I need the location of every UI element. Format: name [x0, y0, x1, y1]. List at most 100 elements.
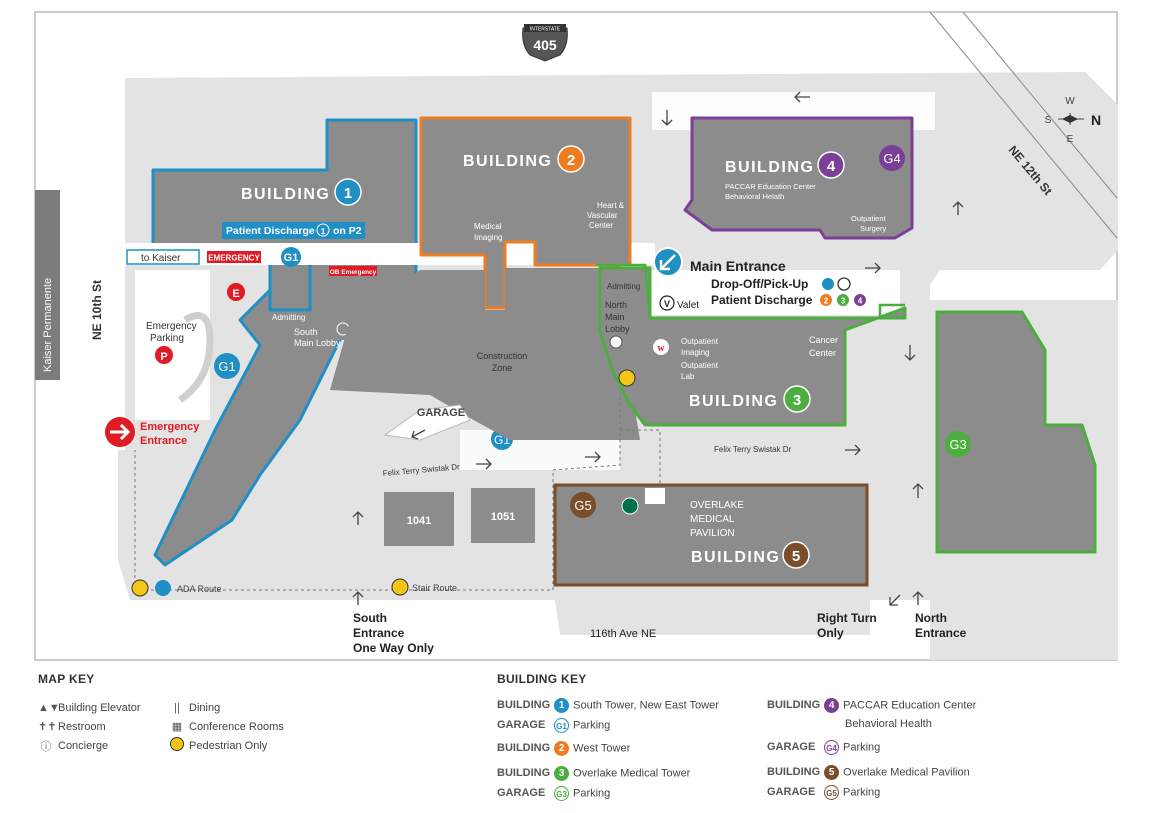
- interstate-405-shield: INTERSTATE 405: [522, 24, 568, 62]
- building-5-footprint: [553, 483, 869, 587]
- valet-label: Valet: [677, 300, 699, 311]
- svg-text:G5: G5: [574, 498, 591, 513]
- north-entrance-label: North: [915, 611, 947, 625]
- admitting-label-north: Admitting: [607, 282, 640, 291]
- main-entrance-marker: [653, 247, 683, 277]
- walgreens-icon: [653, 339, 669, 355]
- building-2-title: BUILDING: [463, 153, 552, 170]
- svg-text:G1: G1: [218, 359, 235, 374]
- svg-text:2: 2: [824, 297, 829, 306]
- valet-icon: [659, 295, 675, 311]
- svg-text:3: 3: [841, 297, 846, 306]
- ob-emergency-label: OB Emergency: [330, 269, 377, 276]
- svg-text:P: P: [160, 351, 167, 363]
- map-key-label: Pedestrian Only: [189, 739, 268, 752]
- map-key-label: Concierge: [58, 739, 109, 752]
- 116th-ave-ne-label: 116th Ave NE: [590, 628, 656, 640]
- garage-g1-badge-left: G1: [214, 353, 240, 379]
- building-5-badge: [782, 541, 810, 569]
- ne-10th-st-label: NE 10th St: [90, 280, 104, 340]
- building-1051: [471, 488, 535, 543]
- svg-text:G4: G4: [883, 151, 900, 166]
- building-key-row: Behavioral Health: [845, 718, 932, 730]
- kaiser-permanente-strip: [35, 190, 60, 380]
- svg-text:Lobby: Lobby: [605, 324, 630, 334]
- patient-discharge-p2-banner: [222, 222, 365, 239]
- emergency-parking-p-icon: [155, 346, 173, 364]
- svg-text:405: 405: [533, 37, 557, 53]
- compass: W S E N: [1045, 96, 1101, 145]
- svg-text:PAVILION: PAVILION: [690, 528, 735, 539]
- svg-text:Surgery: Surgery: [860, 224, 887, 233]
- traffic-arrows: [352, 91, 964, 606]
- main-entrance-label: Main Entrance: [690, 258, 786, 274]
- svg-text:1041: 1041: [407, 515, 431, 527]
- svg-text:Imaging: Imaging: [681, 348, 709, 357]
- svg-text:EMERGENCY: EMERGENCY: [208, 254, 260, 263]
- svg-text:Construction: Construction: [477, 351, 528, 361]
- starbucks-icon: [621, 497, 639, 515]
- svg-text:S: S: [1045, 115, 1052, 126]
- map-key-label: Restroom: [58, 720, 106, 733]
- pedestrian-icon: [169, 737, 185, 754]
- to-kaiser-label: to Kaiser: [141, 253, 181, 264]
- garage-g3-footprint: [935, 310, 1097, 554]
- accessible-icon: [822, 278, 834, 290]
- admitting-label-south: Admitting: [272, 313, 305, 322]
- building-1-title: BUILDING: [241, 186, 330, 203]
- dropoff-pickup-label: Drop-Off/Pick-Up: [711, 277, 808, 291]
- svg-text:Entrance: Entrance: [353, 626, 405, 640]
- svg-text:Entrance: Entrance: [140, 435, 187, 447]
- south-entrance-label: South: [353, 611, 387, 625]
- restroom-icon: ✝✝: [38, 721, 57, 733]
- building-key: BUILDING KEY: [497, 672, 1137, 696]
- heart-vascular-center-label: Heart &: [597, 201, 625, 210]
- ada-route-accessible-icon: [155, 580, 171, 596]
- emergency-e-icon: [227, 283, 245, 301]
- svg-text:G3: G3: [949, 437, 966, 452]
- cancer-center-label: Cancer: [809, 335, 838, 345]
- map-key-label: Conference Rooms: [189, 720, 284, 733]
- conference-icon: ▦: [171, 721, 183, 733]
- building-4-footprint: [683, 116, 914, 240]
- svg-text:Behavioral Helath: Behavioral Helath: [725, 192, 784, 201]
- garage-label: GARAGE: [417, 407, 465, 419]
- svg-text:W: W: [1065, 96, 1075, 107]
- patient-discharge-label: Patient Discharge: [711, 293, 813, 307]
- svg-text:4: 4: [858, 297, 863, 306]
- svg-text:Imaging: Imaging: [474, 233, 502, 242]
- dining-icon: ||: [174, 701, 180, 714]
- garage-g4-badge: G4: [879, 145, 905, 171]
- svg-text:Zone: Zone: [492, 363, 513, 373]
- garage-g5-badge: G5: [570, 492, 596, 518]
- pedestrian-icon-north: [618, 369, 636, 387]
- svg-text:INTERSTATE: INTERSTATE: [530, 27, 561, 33]
- kaiser-permanente-label: Kaiser Permanente: [42, 278, 54, 372]
- right-turn-only-label: Right Turn: [817, 611, 877, 625]
- building-key-title: BUILDING KEY: [497, 672, 587, 686]
- garage-g1-badge-top: G1: [281, 247, 301, 267]
- svg-text:1: 1: [344, 185, 352, 202]
- svg-text:One Way Only: One Way Only: [353, 641, 434, 655]
- garage-g3-badge: G3: [945, 431, 971, 457]
- ada-route-label: ADA Route: [177, 584, 222, 594]
- north-main-lobby-label: North: [605, 300, 627, 310]
- svg-text:w: w: [657, 343, 665, 354]
- building-1-badge: [334, 178, 362, 206]
- emergency-sign: [207, 251, 261, 263]
- building-5-title: BUILDING: [691, 549, 780, 566]
- svg-text:Vascular: Vascular: [587, 211, 618, 220]
- svg-text:Center: Center: [589, 221, 613, 230]
- map-key: MAP KEY ▲▼Building Elevator ✝✝Restroom ⓘ…: [38, 672, 338, 753]
- svg-text:3: 3: [793, 392, 801, 409]
- emergency-parking-label: Emergency: [146, 321, 197, 332]
- outpatient-lab-label: Outpatient: [681, 361, 719, 370]
- stair-route-pedestrian-icon: [391, 578, 409, 596]
- outpatient-imaging-label: Outpatient: [681, 337, 719, 346]
